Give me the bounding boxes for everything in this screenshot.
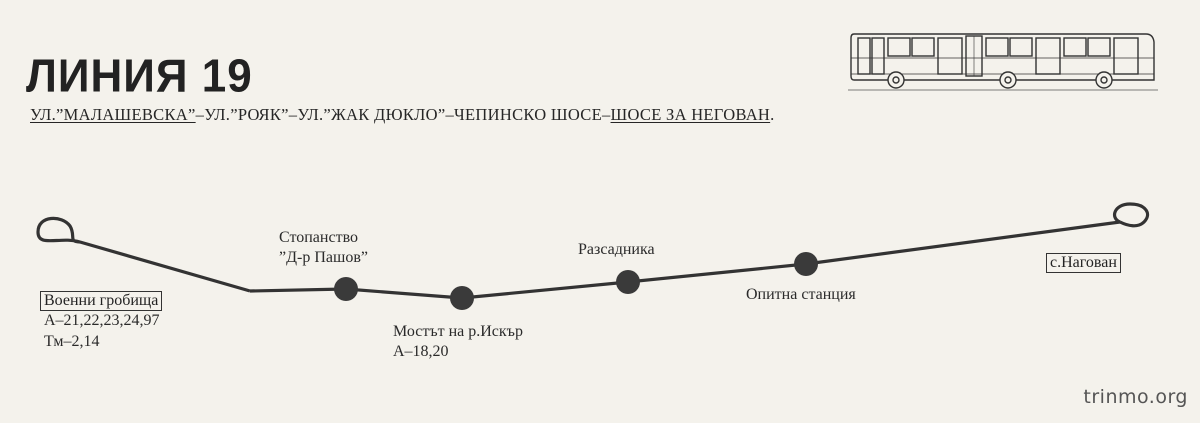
line-title: ЛИНИЯ 19 — [26, 50, 253, 103]
terminus-voenni-grobishta: Военни гробища — [40, 291, 163, 311]
stop-label-opitna-stantsia: Опитна станция — [746, 286, 856, 303]
stop-label-rasadnika: Разсадника — [578, 241, 655, 258]
end-turnaround-loop — [1112, 202, 1150, 228]
transfer-buses-bridge: А–18,20 — [393, 343, 449, 360]
stop-marker-bridge — [450, 286, 474, 310]
route-part-end: . — [770, 105, 775, 124]
stop-marker-stopanstvo — [334, 277, 358, 301]
watermark: trinmo.org — [1083, 386, 1188, 408]
articulated-bus-icon — [848, 33, 1158, 91]
start-turnaround-loop — [36, 216, 251, 293]
stop-marker-opitna — [794, 252, 818, 276]
route-part-middle: –УЛ.”РОЯК”–УЛ.”ЖАК ДЮКЛО”–ЧЕПИНСКО ШОСЕ– — [195, 105, 611, 124]
stop-marker-rasadnika — [616, 270, 640, 294]
route-line — [249, 220, 1121, 300]
transfer-trams-start: Тм–2,14 — [44, 333, 100, 350]
stop-label-stopanstvo-1: Стопанство — [279, 229, 359, 246]
transfer-buses-start: А–21,22,23,24,97 — [44, 312, 160, 329]
terminus-nagovan: с.Нагован — [1046, 253, 1121, 273]
route-part-negovan-road: ШОСЕ ЗА НЕГОВАН — [610, 105, 771, 124]
route-part-malashevska: УЛ.”МАЛАШЕВСКА” — [30, 105, 196, 124]
route-description: УЛ.”МАЛАШЕВСКА”–УЛ.”РОЯК”–УЛ.”ЖАК ДЮКЛО”… — [30, 105, 775, 125]
stop-label-stopanstvo-2: ”Д-р Пашов” — [279, 249, 368, 266]
stop-label-bridge: Мостът на р.Искър — [393, 323, 523, 340]
